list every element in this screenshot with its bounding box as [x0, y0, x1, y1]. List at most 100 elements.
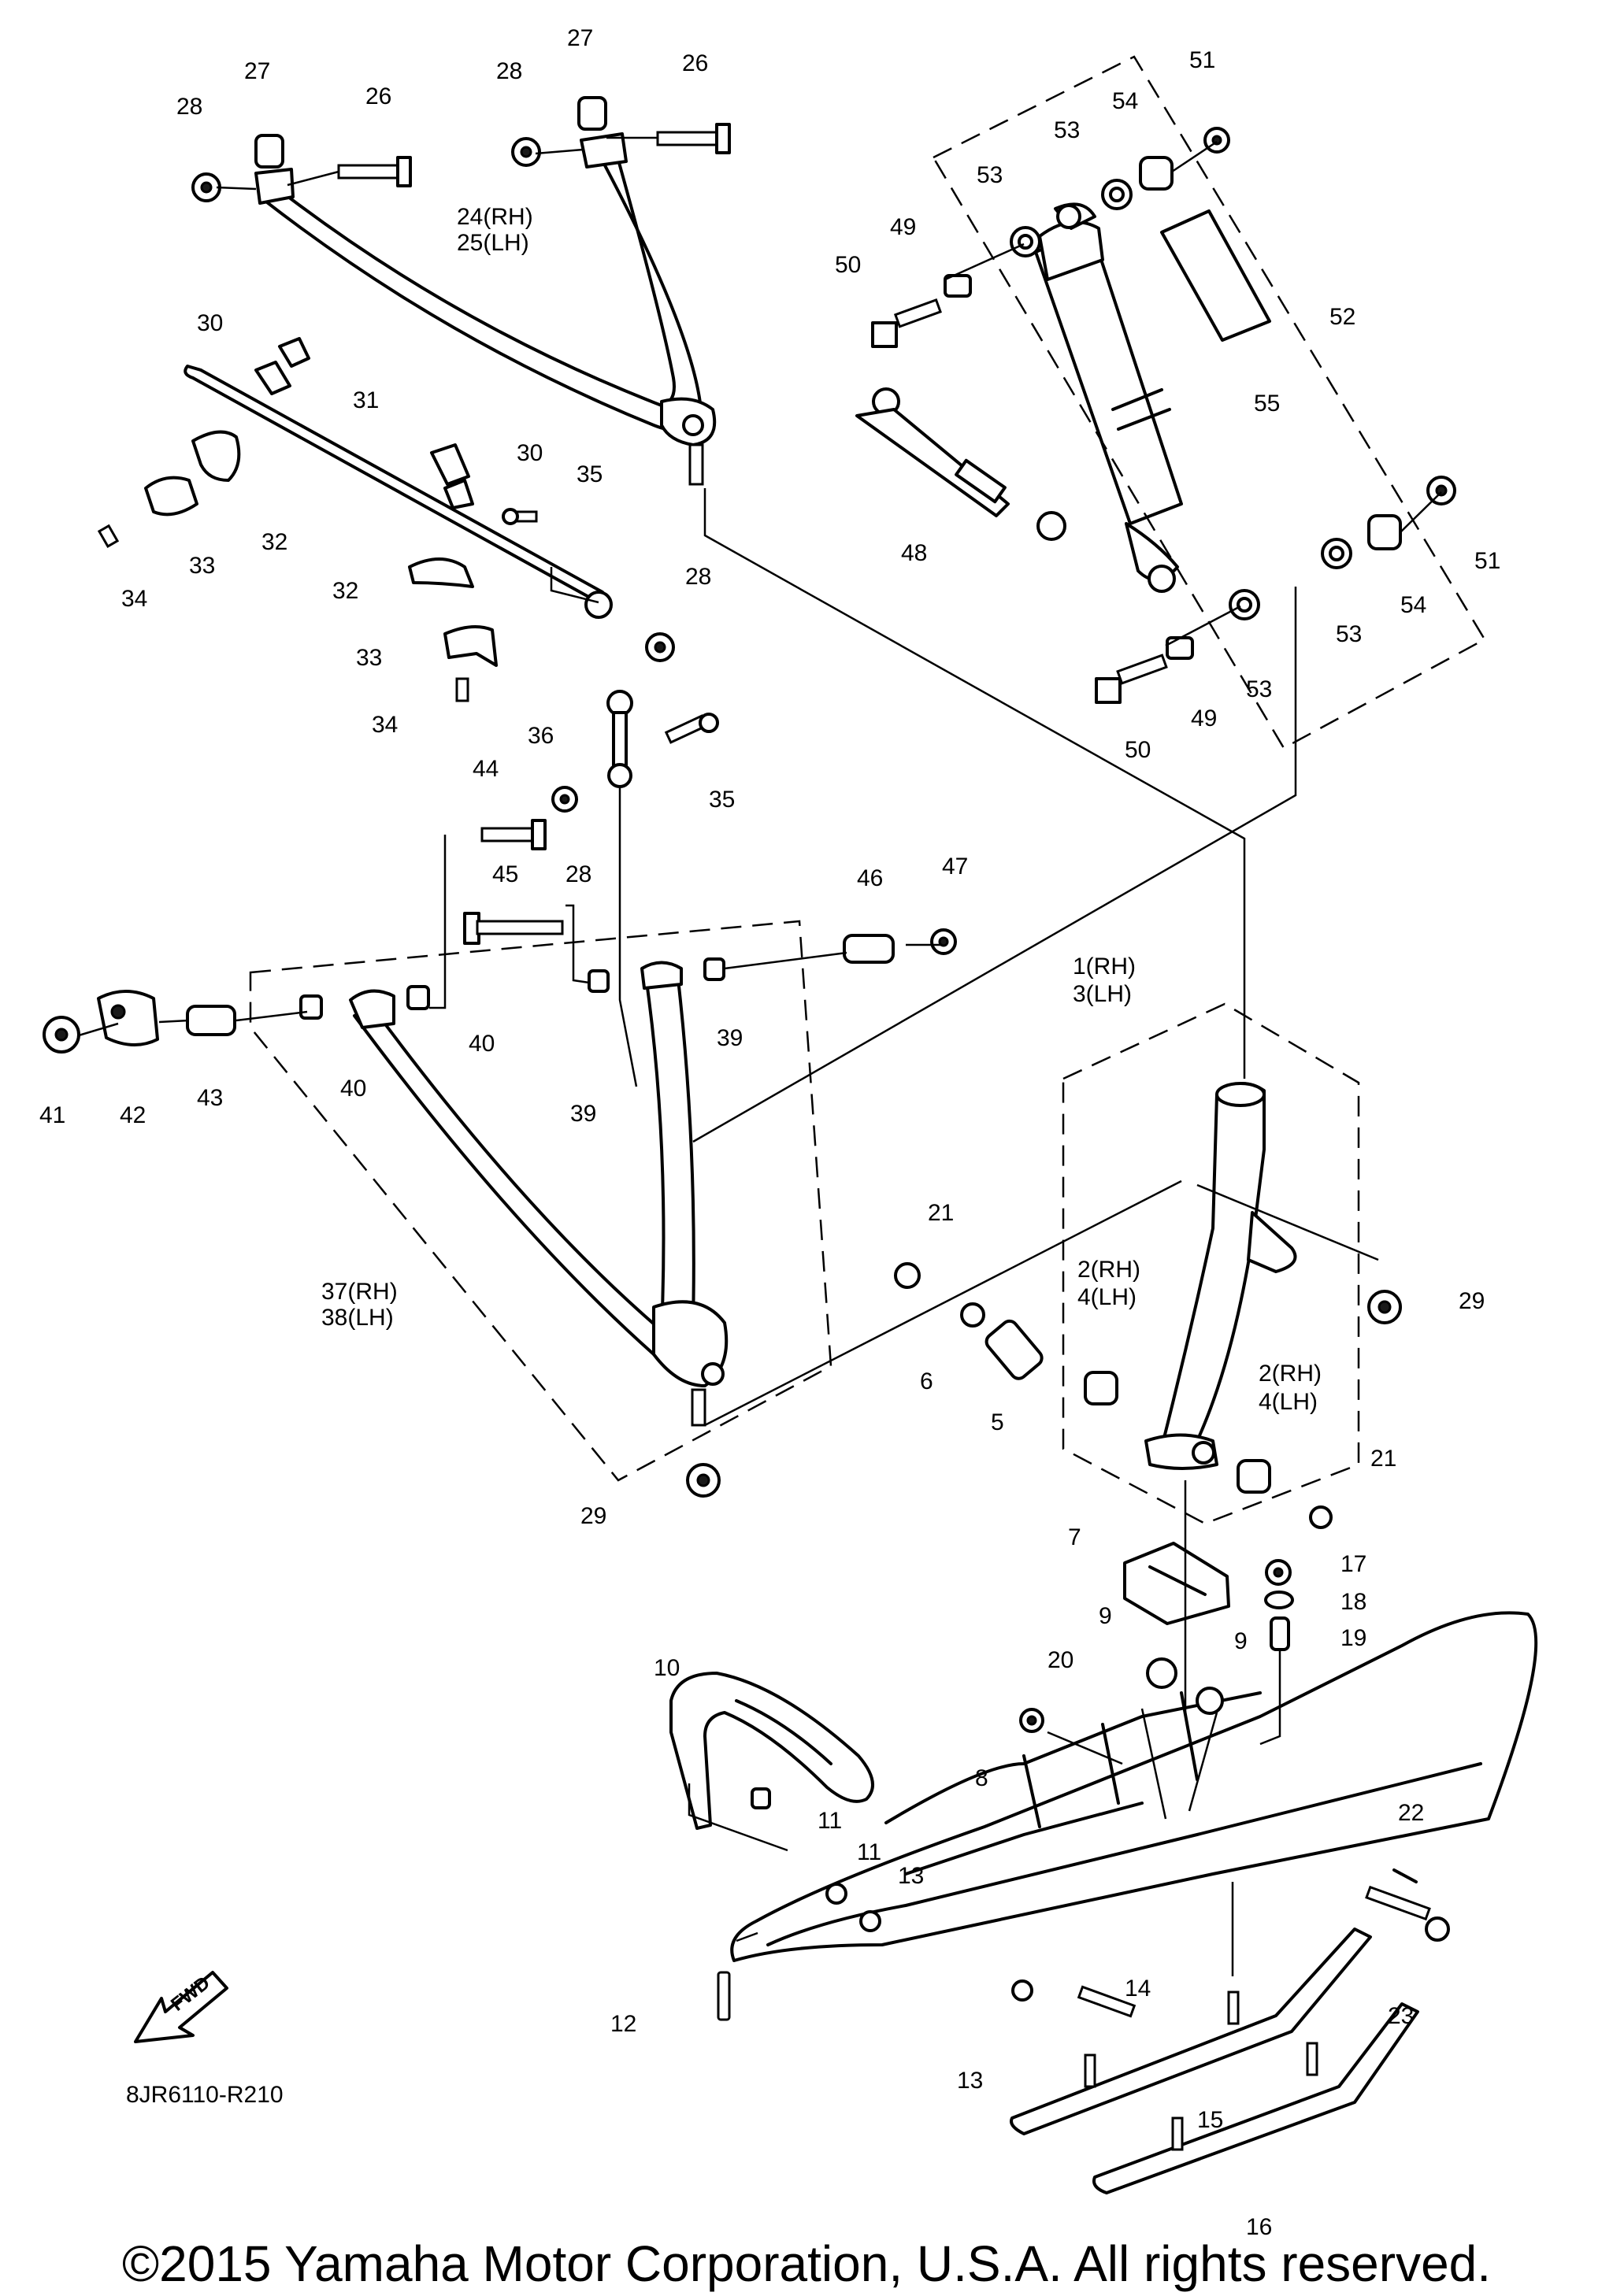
upper-a-arm	[254, 132, 717, 486]
collar-49-lower	[1166, 636, 1194, 660]
callout-21-upper: 21	[928, 1200, 954, 1226]
bolt-23	[1365, 1885, 1450, 1942]
bracket-42	[97, 990, 159, 1047]
callout-27-left: 27	[244, 58, 270, 84]
callout-22: 22	[1398, 1800, 1424, 1826]
callout-7: 7	[1068, 1524, 1081, 1550]
callout-55: 55	[1254, 391, 1280, 417]
callout-39-left: 39	[570, 1101, 596, 1127]
bolt-14	[1077, 1985, 1137, 2018]
collar-19	[1270, 1616, 1290, 1651]
callout-40-left: 40	[340, 1076, 366, 1102]
bolt-35-lower	[664, 713, 719, 744]
callout-41: 41	[39, 1102, 65, 1128]
callout-23: 23	[1388, 2003, 1414, 2029]
callout-44: 44	[473, 756, 499, 782]
bolt-35-upper	[502, 508, 538, 525]
callout-30-a: 30	[197, 310, 223, 336]
callout-28-b: 28	[496, 58, 522, 84]
copyright-notice: ©2015 Yamaha Motor Corporation, U.S.A. A…	[121, 2235, 1492, 2292]
callout-45: 45	[492, 861, 518, 887]
callout-9-left: 9	[1099, 1603, 1112, 1629]
callout-37: 37(RH)	[321, 1279, 398, 1305]
callout-35-b: 35	[709, 787, 735, 813]
screw-34-right	[455, 677, 469, 702]
callout-53-d: 53	[1246, 676, 1272, 702]
callout-51-lower: 51	[1474, 548, 1500, 574]
group-outline-37-38	[249, 920, 832, 1482]
callout-28-d: 28	[565, 861, 591, 887]
collar-40-left	[299, 994, 323, 1020]
callout-11-a: 11	[818, 1808, 842, 1834]
callout-35-a: 35	[577, 461, 603, 487]
callout-49-lower: 49	[1191, 705, 1217, 731]
callout-54-upper: 54	[1112, 88, 1138, 114]
callout-15: 15	[1197, 2107, 1223, 2133]
screw-34-left	[97, 524, 120, 548]
nut-28-link	[551, 786, 578, 813]
bracket-30-right	[430, 443, 474, 509]
callout-6: 6	[920, 1368, 933, 1394]
callout-40-right: 40	[469, 1031, 495, 1057]
callout-11-b: 11	[857, 1839, 881, 1865]
adjuster-48	[855, 387, 1066, 541]
callout-20: 20	[1048, 1647, 1073, 1673]
callout-8: 8	[975, 1765, 988, 1791]
lower-a-arm	[349, 961, 729, 1427]
collar-39-right	[703, 957, 725, 981]
shock-absorber	[1034, 202, 1183, 593]
callout-21-lower: 21	[1370, 1446, 1396, 1472]
callout-36: 36	[528, 723, 554, 749]
nut-29-lower	[686, 1463, 721, 1498]
callout-34-b: 34	[372, 712, 398, 738]
bushing-27-left	[254, 134, 284, 168]
callout-29-lower: 29	[580, 1503, 606, 1529]
nut-20	[1019, 1708, 1044, 1733]
ski-handle	[669, 1672, 874, 1830]
callout-33-b: 33	[356, 645, 382, 671]
nut-47	[930, 928, 957, 955]
nut-11-a	[751, 1787, 771, 1809]
cotter-pin-22	[1392, 1868, 1418, 1883]
leader-lines	[78, 136, 1442, 1976]
bolt-26-left	[337, 156, 412, 187]
nut-28-bar	[645, 632, 675, 662]
spacer-5	[984, 1319, 1044, 1380]
nut-17	[1265, 1559, 1292, 1586]
callout-13-b: 13	[957, 2068, 983, 2094]
nut-29-spindle	[1367, 1290, 1402, 1324]
callout-16: 16	[1246, 2214, 1272, 2240]
callout-34-a: 34	[121, 586, 147, 612]
bushing-54-upper	[1139, 156, 1174, 191]
washer-21-upper	[894, 1262, 921, 1289]
callout-50-upper: 50	[835, 252, 861, 278]
collar-39-left	[588, 969, 610, 993]
callout-27-right: 27	[567, 25, 593, 51]
callout-13-a: 13	[898, 1863, 924, 1889]
washer-13-b	[1011, 1979, 1033, 2002]
callout-31: 31	[353, 387, 379, 413]
callout-4-right: 4(LH)	[1259, 1389, 1318, 1415]
nut-11-b	[825, 1883, 847, 1905]
nut-51-lower	[1426, 476, 1456, 505]
callout-4-left: 4(LH)	[1077, 1284, 1137, 1310]
callout-26-right: 26	[682, 50, 708, 76]
collar-49-upper	[944, 274, 972, 298]
washer-21-lower	[1309, 1505, 1333, 1529]
callout-50-lower: 50	[1125, 737, 1151, 763]
callout-26-left: 26	[365, 83, 391, 109]
callout-2-right: 2(RH)	[1259, 1361, 1322, 1387]
runner-16	[1092, 2002, 1419, 2194]
bolt-50-lower	[1095, 654, 1168, 704]
nut-41	[43, 1016, 80, 1054]
damper-9-right	[1196, 1687, 1224, 1715]
callout-10: 10	[654, 1655, 680, 1681]
bushing-46	[843, 934, 895, 964]
callout-53-a: 53	[977, 162, 1003, 188]
callout-9-right: 9	[1234, 1628, 1248, 1654]
callout-54-lower: 54	[1400, 592, 1426, 618]
bushing-2-right	[1237, 1459, 1271, 1494]
nut-28-upper-right	[511, 137, 541, 167]
washer-6	[960, 1302, 985, 1328]
